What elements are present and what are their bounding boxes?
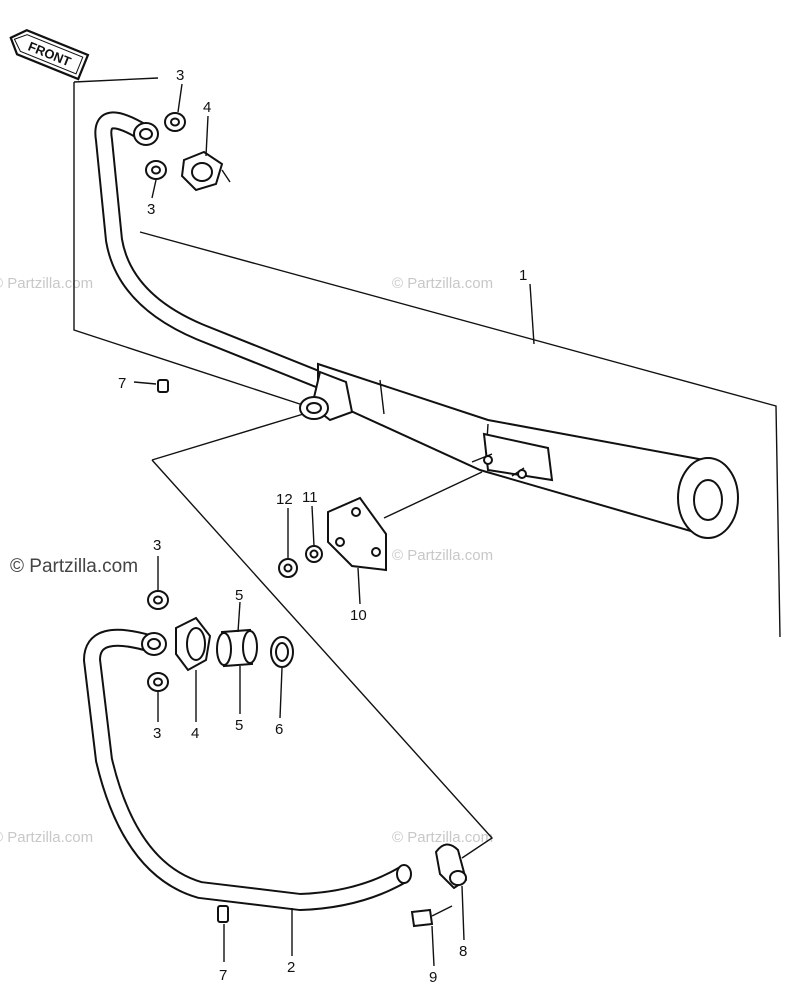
callout-7-upper: 7	[118, 375, 126, 392]
watermarks: © Partzilla.com © Partzilla.com © Partzi…	[0, 275, 493, 846]
bolt-7-upper	[133, 379, 169, 393]
callout-4-lower: 4	[191, 725, 199, 742]
callout-2: 2	[287, 959, 295, 976]
callout-5-lower: 5	[235, 717, 243, 734]
exhaust-pipe-2	[83, 628, 412, 911]
exhaust-pipe-1	[94, 111, 739, 539]
leader-lines	[151, 83, 535, 967]
callout-3-lower-b: 3	[153, 725, 161, 742]
callout-10: 10	[350, 607, 367, 624]
nut-3-lower-a	[147, 590, 169, 610]
nut-3-lower-b	[147, 672, 169, 692]
callout-5-top: 5	[235, 587, 243, 604]
watermark-3: © Partzilla.com	[10, 556, 138, 577]
callout-8: 8	[459, 943, 467, 960]
gasket-6	[270, 636, 294, 668]
callout-4-top: 4	[203, 99, 211, 116]
callout-9: 9	[429, 969, 437, 986]
callout-6: 6	[275, 721, 283, 738]
callout-1: 1	[519, 267, 527, 284]
callout-12: 12	[276, 491, 293, 508]
collar-5	[216, 628, 258, 668]
callout-3-top-b: 3	[147, 201, 155, 218]
assembly-outline-1	[73, 77, 781, 638]
bolt-7-lower	[217, 905, 229, 923]
callout-3-lower-a: 3	[153, 537, 161, 554]
nut-3-top-a	[164, 112, 186, 132]
assembly-outline-2	[151, 411, 494, 859]
flange-4-top	[180, 150, 231, 192]
callout-7-lower: 7	[219, 967, 227, 984]
bolt-9	[410, 905, 453, 928]
callout-11: 11	[302, 489, 318, 506]
watermark-5: © Partzilla.com	[0, 829, 93, 846]
nut-3-top-b	[145, 160, 167, 180]
watermark-2: © Partzilla.com	[392, 275, 493, 292]
bracket-10	[327, 471, 483, 572]
washer-11	[305, 545, 323, 563]
clamp-8	[434, 843, 468, 890]
front-arrow-icon: FRONT	[9, 29, 90, 81]
nut-12	[278, 558, 298, 578]
flange-4-lower	[175, 616, 212, 672]
watermark-1: © Partzilla.com	[0, 275, 93, 292]
callout-labels: 1 2 3 3 3 3 4 4 5 5 6 7 7 8 9 10 11 12	[118, 67, 527, 986]
callout-3-top-a: 3	[176, 67, 184, 84]
watermark-4: © Partzilla.com	[392, 547, 493, 564]
watermark-6: © Partzilla.com	[392, 829, 493, 846]
